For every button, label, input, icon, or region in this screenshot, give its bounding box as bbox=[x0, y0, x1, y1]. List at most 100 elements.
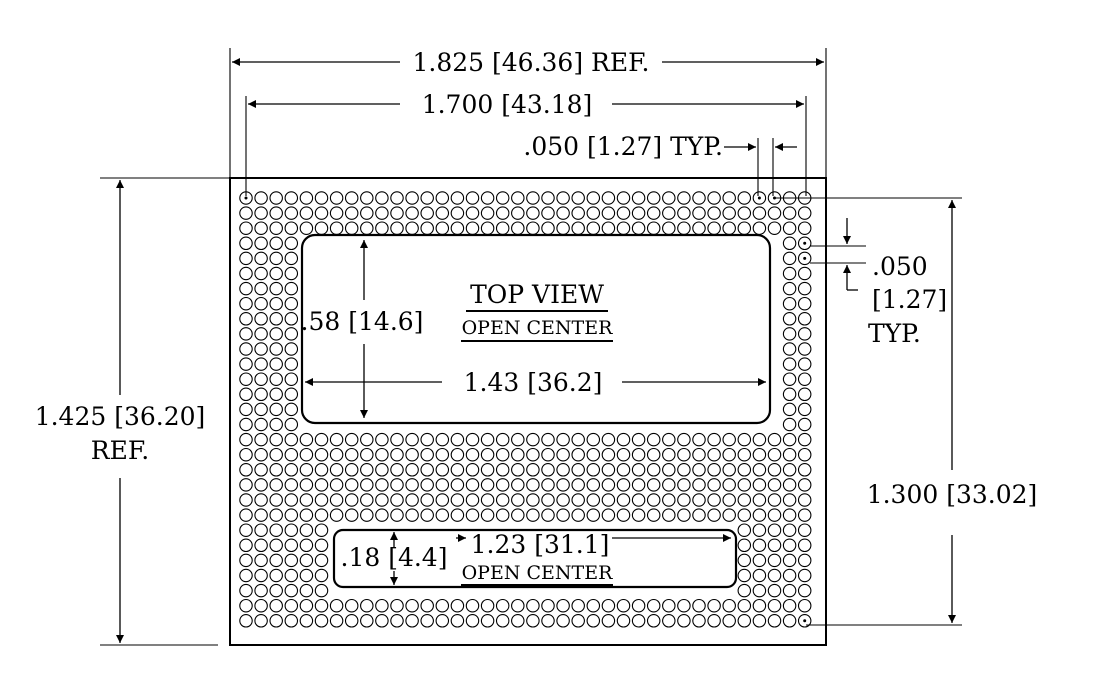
pad bbox=[269, 266, 283, 281]
bottom-cutout-annotations: .18 [4.4] 1.23 [31.1] OPEN CENTER bbox=[341, 530, 731, 586]
pad bbox=[329, 614, 344, 628]
pad bbox=[526, 221, 540, 235]
pad bbox=[782, 327, 797, 341]
pad bbox=[631, 191, 646, 205]
pad bbox=[601, 614, 616, 628]
pad bbox=[797, 372, 812, 386]
pad bbox=[344, 206, 359, 220]
pad bbox=[677, 221, 691, 235]
pad bbox=[375, 206, 389, 220]
pad bbox=[239, 296, 253, 311]
pad bbox=[526, 508, 540, 522]
pad bbox=[390, 463, 404, 477]
pad bbox=[299, 206, 314, 220]
pad bbox=[707, 447, 721, 462]
pad bbox=[314, 553, 329, 568]
pad bbox=[571, 508, 585, 522]
pad bbox=[571, 221, 585, 235]
pad bbox=[662, 478, 676, 492]
pad bbox=[269, 281, 283, 296]
pad bbox=[239, 281, 253, 296]
pad bbox=[420, 493, 434, 507]
pad bbox=[541, 221, 555, 235]
pad bbox=[782, 614, 797, 628]
pad bbox=[344, 432, 359, 447]
pad bbox=[797, 493, 812, 507]
pad bbox=[269, 402, 283, 417]
pad bbox=[299, 614, 314, 628]
pad bbox=[390, 447, 404, 462]
pad bbox=[435, 478, 450, 492]
pad bbox=[662, 432, 676, 447]
pad bbox=[299, 508, 314, 522]
pad bbox=[707, 508, 721, 522]
pad bbox=[254, 372, 268, 386]
pad bbox=[797, 538, 812, 553]
pad bbox=[797, 221, 812, 235]
pad bbox=[269, 523, 283, 537]
pad bbox=[737, 432, 752, 447]
pad bbox=[646, 447, 661, 462]
pad bbox=[722, 508, 736, 522]
pad bbox=[450, 447, 465, 462]
pad bbox=[450, 221, 465, 235]
pad bbox=[420, 598, 434, 613]
pad bbox=[284, 523, 299, 537]
pad bbox=[450, 508, 465, 522]
pad bbox=[239, 357, 253, 371]
pad bbox=[797, 296, 812, 311]
pad bbox=[616, 598, 631, 613]
pad bbox=[435, 463, 450, 477]
bottom-cutout-height-label: .18 [4.4] bbox=[341, 543, 448, 572]
pad bbox=[737, 508, 752, 522]
pad bbox=[631, 493, 646, 507]
pad bbox=[450, 463, 465, 477]
pad bbox=[269, 432, 283, 447]
pad bbox=[586, 478, 601, 492]
pad bbox=[450, 432, 465, 447]
pad bbox=[299, 478, 314, 492]
pad bbox=[465, 598, 480, 613]
pad bbox=[299, 432, 314, 447]
pad bbox=[465, 493, 480, 507]
pad bbox=[722, 463, 736, 477]
pitch-width-dimension: 1.700 [43.18] bbox=[248, 90, 804, 119]
pad bbox=[239, 523, 253, 537]
pad bbox=[284, 583, 299, 598]
pad bbox=[344, 478, 359, 492]
pad bbox=[662, 463, 676, 477]
pad bbox=[556, 221, 570, 235]
vertical-pitch-dimension: .050 [1.27] TYP. bbox=[843, 218, 947, 348]
pad bbox=[511, 508, 525, 522]
pad bbox=[314, 463, 329, 477]
pad bbox=[269, 236, 283, 251]
pad bbox=[646, 508, 661, 522]
pad bbox=[662, 206, 676, 220]
pad bbox=[360, 478, 374, 492]
pad bbox=[284, 553, 299, 568]
pad bbox=[269, 327, 283, 341]
pad bbox=[284, 266, 299, 281]
open-center-top-label: OPEN CENTER bbox=[462, 317, 613, 339]
pad bbox=[420, 447, 434, 462]
open-center-bottom-label: OPEN CENTER bbox=[462, 562, 613, 584]
pad bbox=[284, 251, 299, 266]
pad bbox=[239, 432, 253, 447]
bottom-cutout-width-label: 1.23 [31.1] bbox=[471, 530, 610, 559]
pad bbox=[782, 402, 797, 417]
pad bbox=[420, 508, 434, 522]
top-open-center-cutout bbox=[300, 233, 772, 425]
pad bbox=[480, 191, 495, 205]
pad bbox=[631, 598, 646, 613]
pad bbox=[677, 508, 691, 522]
pad bbox=[541, 432, 555, 447]
pad bbox=[495, 447, 510, 462]
pad bbox=[586, 447, 601, 462]
pad bbox=[254, 402, 268, 417]
pad bbox=[299, 447, 314, 462]
pad bbox=[465, 478, 480, 492]
pad bbox=[782, 478, 797, 492]
pad bbox=[797, 327, 812, 341]
pad bbox=[797, 553, 812, 568]
pad bbox=[375, 508, 389, 522]
